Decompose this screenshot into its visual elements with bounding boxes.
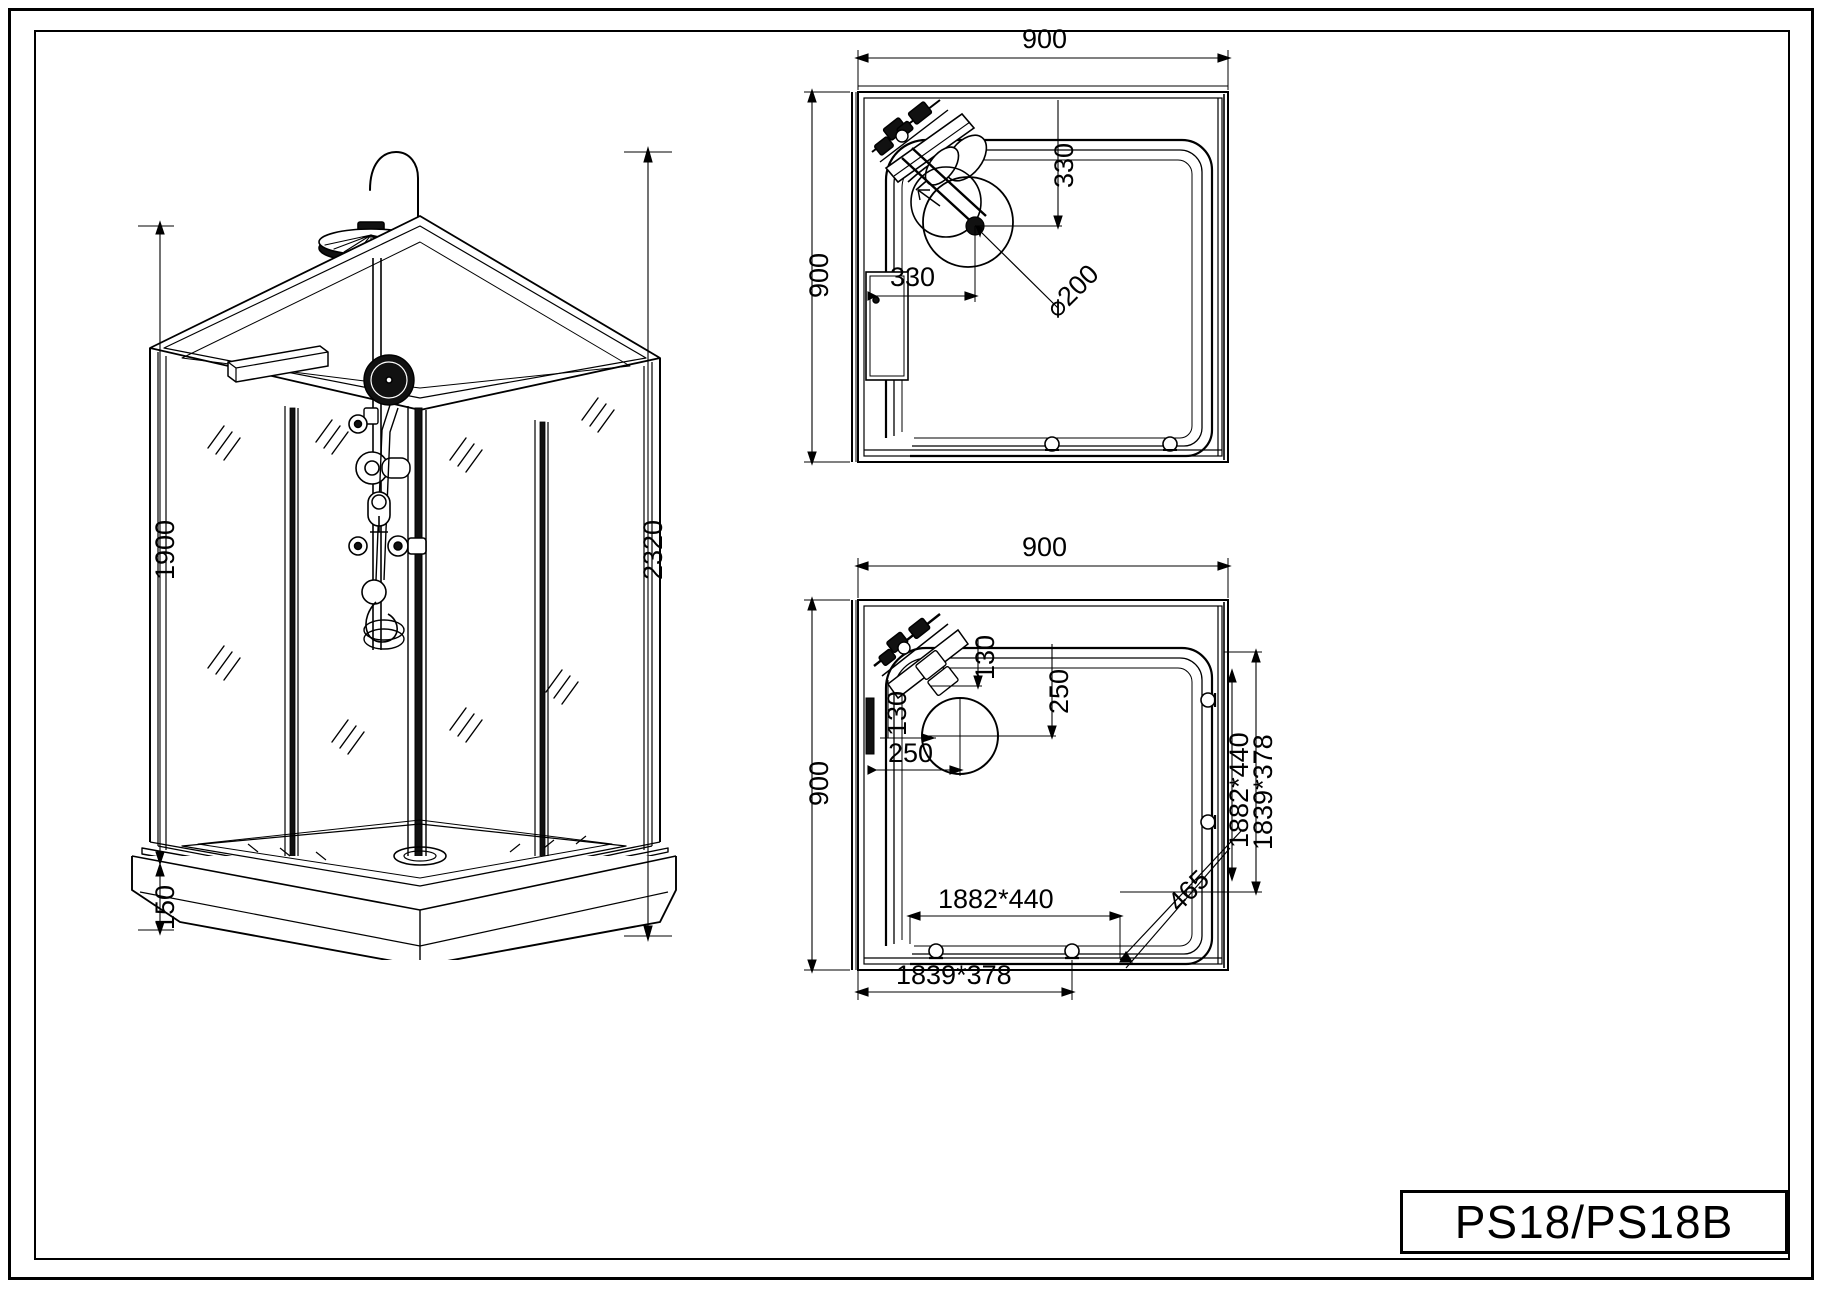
dim-150: 150 [150,884,180,930]
dim-bottom-250-vertical: 250 [1044,668,1074,714]
sheet-border-outer [8,8,1814,1280]
dim-panel-1882x440-bottom: 1882*440 [938,884,1054,914]
dim-2320: 2320 [638,519,668,580]
title-block: PS18/PS18B [1400,1190,1788,1254]
dim-top-900-width: 900 [1022,24,1068,54]
drawing-title: PS18/PS18B [1454,1196,1734,1248]
dim-top-330-vertical: 330 [1049,142,1079,188]
dim-bottom-130-upper: 130 [970,634,1000,680]
sheet-border-inner [34,30,1790,1260]
dim-top-330-horizontal: 330 [890,262,936,292]
dim-bottom-130-lower: 130 [882,690,912,736]
dim-bottom-250-horizontal: 250 [888,738,934,768]
dim-bottom-900-width: 900 [1022,532,1068,562]
dim-top-900-depth: 900 [804,252,834,298]
isometric-view: 1900 150 2320 [120,130,680,960]
bottom-plan-view: 900 900 130 130 250 250 1882*440 1839*37… [790,532,1310,1018]
top-plan-view: 900 900 330 330 ⌀200 [790,24,1270,480]
dim-panel-1839x378-right: 1839*378 [1248,734,1278,850]
dim-panel-1839x378-bottom: 1839*378 [896,960,1012,990]
dim-bottom-900-depth: 900 [804,760,834,806]
dim-1900: 1900 [150,519,180,580]
